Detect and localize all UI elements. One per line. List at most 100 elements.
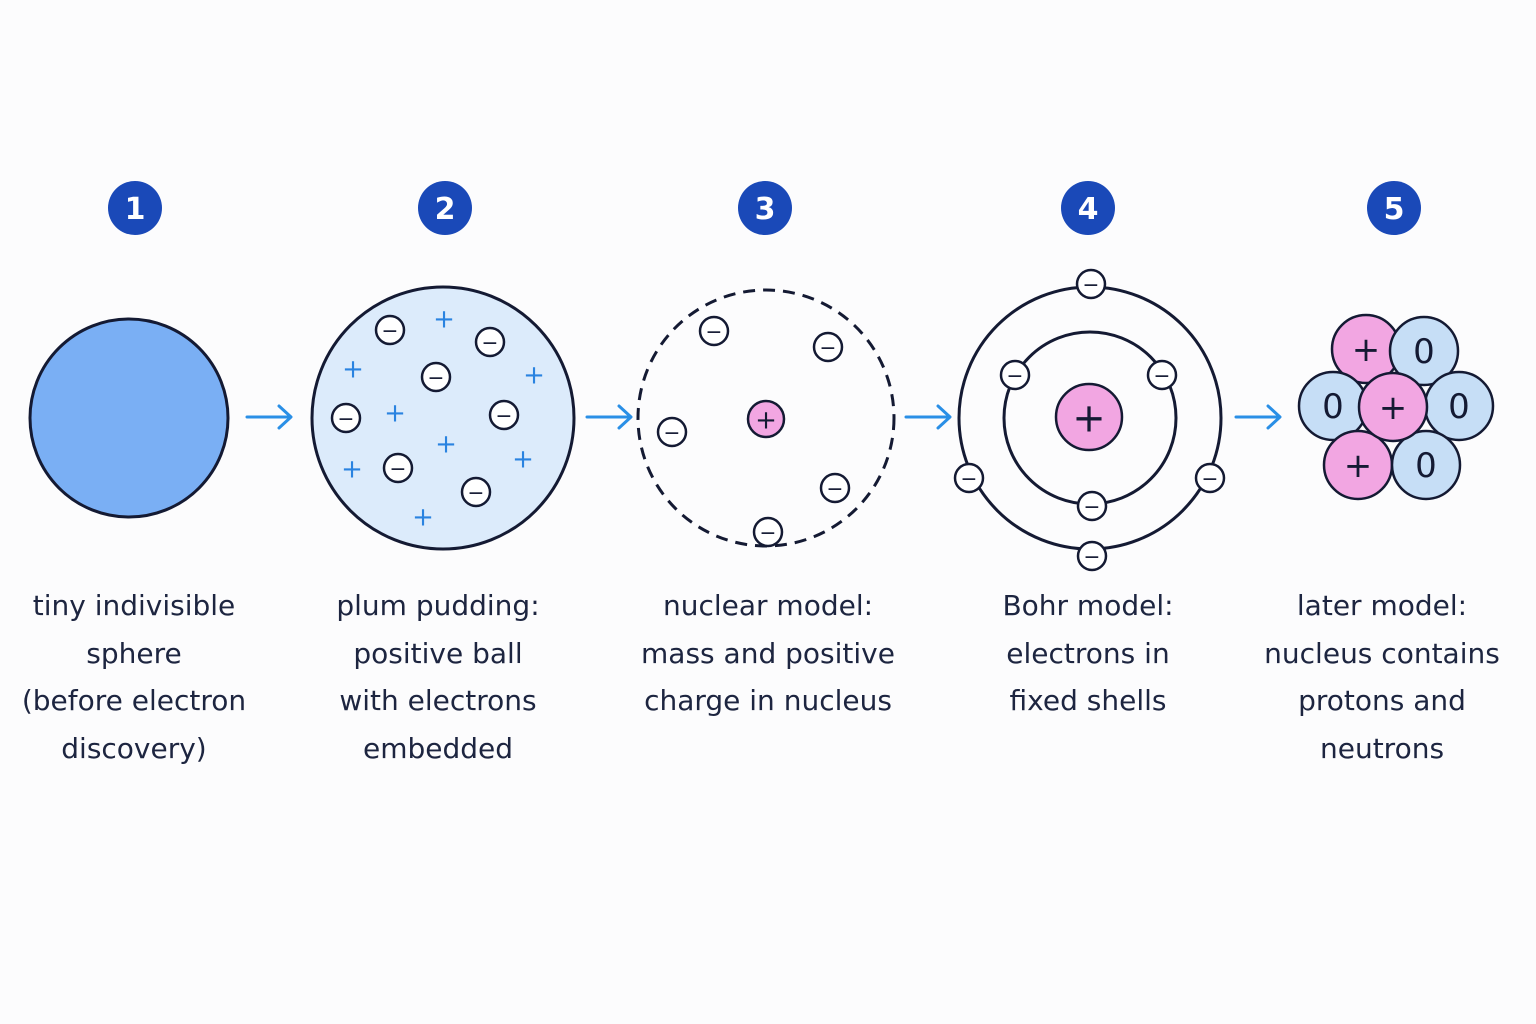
model-1-solid-sphere <box>28 317 230 519</box>
positive-charge: + <box>384 398 406 428</box>
step-1-badge: 1 <box>108 181 162 235</box>
minus-sign: − <box>428 365 445 389</box>
right-arrow-icon <box>245 404 293 430</box>
minus-sign: − <box>1202 466 1219 490</box>
caption-line: protons and <box>1298 684 1466 717</box>
caption-line: sphere <box>86 636 182 670</box>
minus-sign: − <box>482 330 499 354</box>
right-arrow-icon <box>585 404 633 430</box>
caption-line: plum pudding: <box>336 589 540 622</box>
model-4-bohr-model: + − − − − − − − <box>953 268 1226 572</box>
step-2-badge: 2 <box>418 181 472 235</box>
plus-sign: + <box>1379 388 1408 428</box>
electron-icon: − <box>656 416 688 448</box>
caption-line: (before electron <box>21 684 247 717</box>
minus-sign: − <box>1084 544 1101 568</box>
neutral-sign: 0 <box>1415 446 1437 486</box>
minus-sign: − <box>664 420 681 444</box>
neutron-icon: 0 <box>1388 315 1460 387</box>
positive-charge: + <box>523 360 545 390</box>
positive-charge: + <box>435 429 457 459</box>
minus-sign: − <box>827 476 844 500</box>
electron-icon: − <box>812 331 844 363</box>
electron-icon: − <box>1194 462 1226 494</box>
caption-line: later model: <box>1296 589 1468 622</box>
minus-sign: − <box>820 335 837 359</box>
minus-sign: − <box>1083 272 1100 296</box>
minus-sign: − <box>706 319 723 343</box>
step-5-caption: later model: nucleus contains protons an… <box>1242 582 1522 772</box>
step-2-caption: plum pudding: positive ball with electro… <box>298 582 578 772</box>
model-2-plum-pudding: −−−−−−−++++++++ <box>310 285 576 551</box>
electron-icon: − <box>698 315 730 347</box>
step-5-badge: 5 <box>1367 181 1421 235</box>
nucleus-icon: + <box>1054 382 1124 452</box>
proton-icon: + <box>1330 313 1402 385</box>
step-2-number: 2 <box>435 192 456 227</box>
neutron-icon: 0 <box>1390 429 1462 501</box>
electron-icon: − <box>374 314 406 346</box>
positive-charge: + <box>512 444 534 474</box>
minus-sign: − <box>1007 363 1024 387</box>
minus-sign: − <box>1084 494 1101 518</box>
step-3-caption: nuclear model: mass and positive charge … <box>628 582 908 725</box>
positive-charge: + <box>342 354 364 384</box>
right-arrow-icon <box>1234 404 1282 430</box>
caption-line: with electrons <box>339 684 537 717</box>
neutral-sign: 0 <box>1448 387 1470 427</box>
electron-icon: − <box>953 462 985 494</box>
plus-sign: + <box>1344 446 1373 486</box>
caption-line: positive ball <box>353 636 523 670</box>
caption-line: nuclear model: <box>662 589 874 622</box>
caption-line: charge in nucleus <box>644 684 892 717</box>
step-3-number: 3 <box>755 192 776 227</box>
neutral-sign: 0 <box>1413 332 1435 372</box>
step-1-number: 1 <box>125 192 146 227</box>
electron-icon: − <box>382 452 414 484</box>
electron-icon: − <box>330 402 362 434</box>
step-3-badge: 3 <box>738 181 792 235</box>
electron-icon: − <box>420 361 452 393</box>
plus-sign: + <box>1072 395 1106 441</box>
caption-line: tiny indivisible <box>32 589 236 622</box>
minus-sign: − <box>338 406 355 430</box>
electron-icon: − <box>488 399 520 431</box>
proton-icon: + <box>746 399 786 439</box>
neutron-icon: 0 <box>1297 370 1369 442</box>
proton-icon: + <box>1322 429 1394 501</box>
neutron-icon: 0 <box>1423 370 1495 442</box>
caption-line: fixed shells <box>1009 684 1167 717</box>
step-badges: 1 2 3 4 5 <box>108 181 1421 235</box>
step-1-caption: tiny indivisible sphere (before electron… <box>0 582 274 772</box>
step-4-badge: 4 <box>1061 181 1115 235</box>
caption-line: Bohr model: <box>1002 589 1174 622</box>
step-4-number: 4 <box>1078 192 1099 227</box>
electron-icon: − <box>474 326 506 358</box>
minus-sign: − <box>496 403 513 427</box>
electron-icon: − <box>1076 490 1108 522</box>
step-5-number: 5 <box>1384 192 1405 227</box>
model-3-nuclear-model: + − − − − − <box>636 288 896 548</box>
minus-sign: − <box>1154 363 1171 387</box>
minus-sign: − <box>382 318 399 342</box>
minus-sign: − <box>760 520 777 544</box>
proton-icon: + <box>1357 371 1429 443</box>
progression-arrows <box>245 404 1282 430</box>
positive-charge: + <box>433 304 455 334</box>
positive-charge: + <box>412 502 434 532</box>
caption-line: discovery) <box>61 731 207 765</box>
electron-icon: − <box>819 472 851 504</box>
electron-icon: − <box>1075 268 1107 300</box>
neutral-sign: 0 <box>1322 387 1344 427</box>
minus-sign: − <box>390 456 407 480</box>
electron-icon: − <box>1146 359 1178 391</box>
caption-line: neutrons <box>1319 731 1445 765</box>
right-arrow-icon <box>904 404 952 430</box>
plus-sign: + <box>755 405 777 435</box>
electron-icon: − <box>752 516 784 548</box>
plus-sign: + <box>1352 330 1381 370</box>
minus-sign: − <box>468 480 485 504</box>
positive-charge: + <box>341 454 363 484</box>
